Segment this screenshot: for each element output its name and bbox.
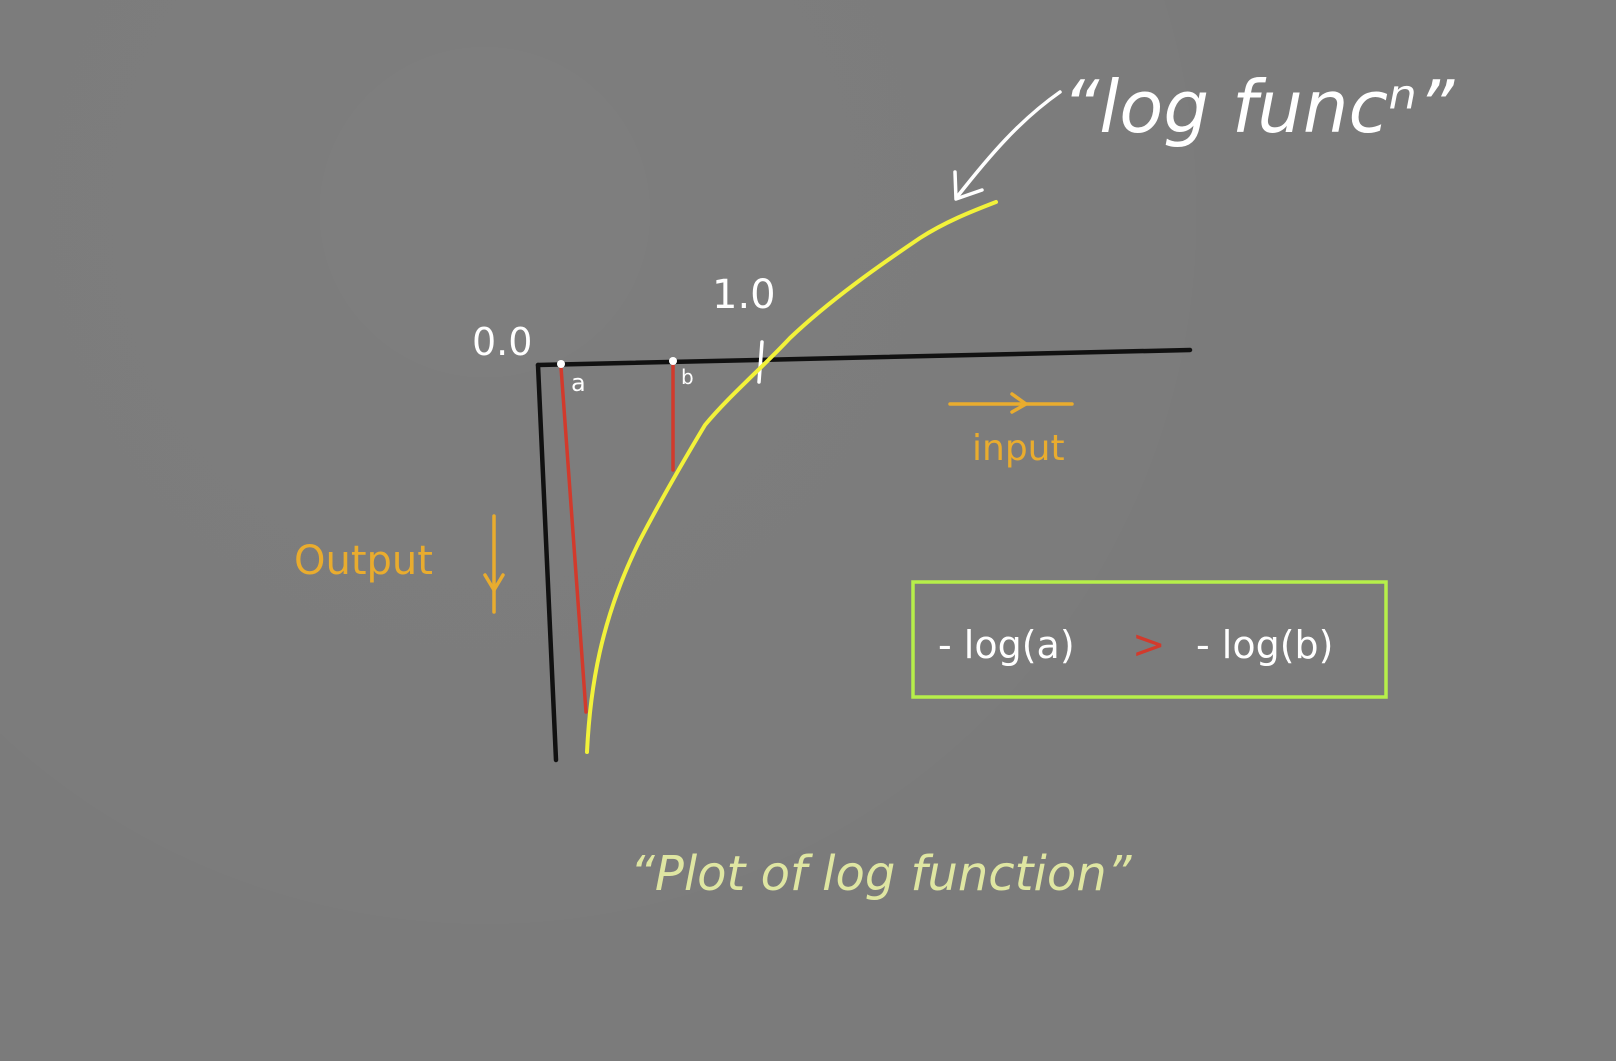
log-curve [585,200,998,754]
y-axis [535,362,559,763]
label-zero: 0.0 [472,320,532,364]
caption: “Plot of log function” [630,846,1133,902]
inequality-left: - log(a) [938,623,1075,667]
input-label: input [972,428,1065,469]
pointer-arrow-icon [953,90,1062,201]
label-point-a: a [571,369,586,397]
label-one: 1.0 [712,272,776,318]
drop-line-a [559,365,588,714]
arrow-right-icon [948,392,1074,414]
inequality-box [911,580,1388,699]
label-point-b: b [681,365,694,389]
inequality-right: - log(b) [1196,623,1334,667]
x-axis [535,347,1193,368]
tick-one [757,340,764,384]
point-a-dot [557,360,565,368]
arrow-down-icon [483,514,505,614]
inequality-operator: > [1132,622,1166,668]
curve-label: “log funcⁿ” [1062,65,1455,149]
output-label: Output [294,538,433,584]
point-b-dot [669,357,677,365]
